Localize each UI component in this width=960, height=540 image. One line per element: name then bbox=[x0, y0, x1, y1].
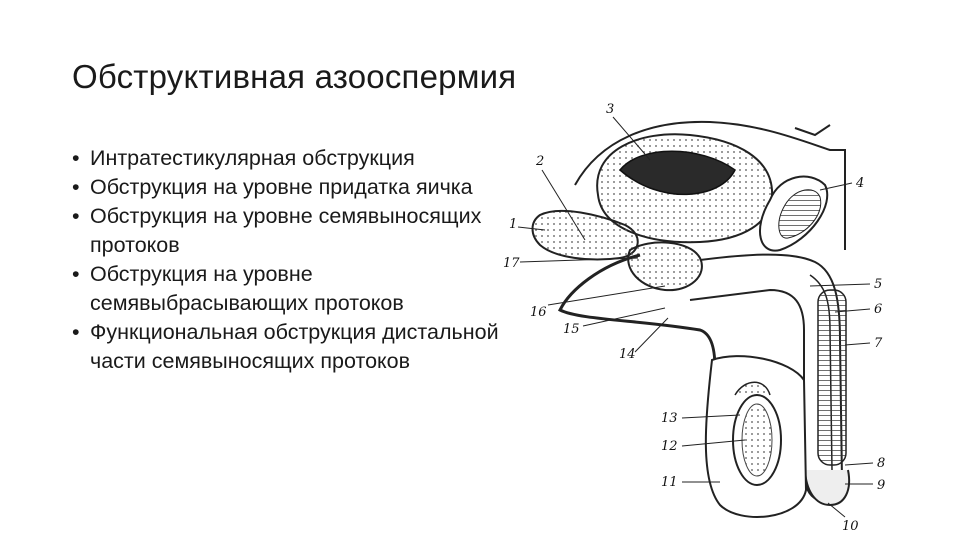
label-17: 17 bbox=[503, 256, 520, 271]
bullet-item: Обструкция на уровне придатка яичка bbox=[72, 173, 502, 202]
bullet-list: Интратестикулярная обструкция Обструкция… bbox=[72, 144, 502, 376]
label-3: 3 bbox=[606, 102, 614, 117]
prostate bbox=[627, 241, 703, 292]
label-8: 8 bbox=[877, 456, 885, 471]
bullet-item: Обструкция на уровне семявыносящих прото… bbox=[72, 202, 502, 260]
epididymis bbox=[734, 381, 771, 396]
label-11: 11 bbox=[661, 475, 678, 490]
label-10: 10 bbox=[842, 519, 859, 534]
slide-title: Обструктивная азооспермия bbox=[72, 58, 517, 95]
glans bbox=[804, 469, 850, 507]
body-outline bbox=[574, 120, 846, 250]
label-1: 1 bbox=[509, 217, 517, 232]
label-15: 15 bbox=[563, 322, 580, 337]
label-7: 7 bbox=[874, 336, 883, 351]
seminal-vesicle bbox=[531, 209, 639, 261]
corpus-spongiosum bbox=[817, 289, 847, 466]
label-5: 5 bbox=[874, 277, 882, 292]
label-13: 13 bbox=[661, 411, 678, 426]
bullet-item: Интратестикулярная обструкция bbox=[72, 144, 502, 173]
label-9: 9 bbox=[877, 478, 885, 493]
label-16: 16 bbox=[530, 305, 547, 320]
bullet-item: Обструкция на уровне семявыбрасывающих п… bbox=[72, 260, 502, 318]
anatomy-drawing: 1 2 3 4 5 6 7 8 9 10 11 12 13 14 15 16 1… bbox=[503, 102, 885, 534]
label-6: 6 bbox=[874, 302, 882, 317]
vas-deferens bbox=[557, 253, 717, 471]
label-14: 14 bbox=[619, 347, 636, 362]
bullet-item: Функциональная обструкция дистальной час… bbox=[72, 318, 502, 376]
label-2: 2 bbox=[535, 154, 544, 169]
label-12: 12 bbox=[661, 439, 678, 454]
anatomy-illustration: 1 2 3 4 5 6 7 8 9 10 11 12 13 14 15 16 1… bbox=[490, 95, 960, 540]
label-4: 4 bbox=[855, 176, 864, 191]
